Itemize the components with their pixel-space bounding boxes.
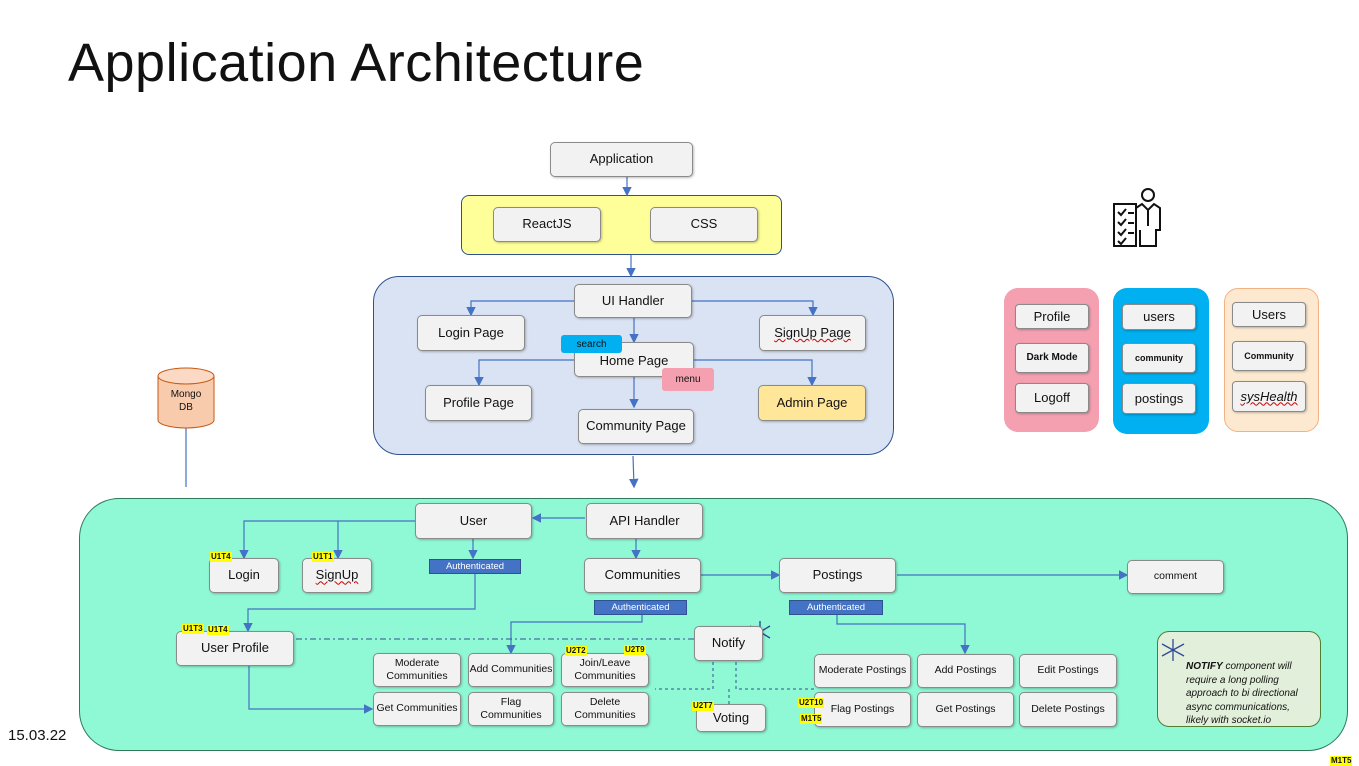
tag-u1t3-profile: U1T3 [182, 624, 204, 634]
legend-admin-community: Community [1232, 341, 1306, 371]
moderate-postings-box: Moderate Postings [814, 654, 911, 688]
mongo-db-cylinder-icon [157, 367, 215, 429]
page-title: Application Architecture [68, 33, 645, 93]
user-profile-box: User Profile [176, 631, 294, 666]
notify-note: NOTIFY component will require a long pol… [1157, 631, 1321, 727]
tag-u2t9-join: U2T9 [624, 645, 646, 655]
note-bold-label: NOTIFY [1186, 661, 1223, 672]
get-communities-box: Get Communities [373, 692, 461, 726]
menu-pill: menu [662, 368, 714, 391]
signup-page-label: SignUp Page [774, 324, 851, 340]
legend-postings: postings [1122, 383, 1196, 414]
search-pill: search [561, 335, 622, 353]
legend-community: community [1122, 343, 1196, 373]
user-authenticated-badge: Authenticated [429, 559, 521, 574]
postings-box: Postings [779, 558, 896, 593]
admin-checklist-person-icon [1113, 188, 1161, 247]
comment-box: comment [1127, 560, 1224, 594]
signup-page-box: SignUp Page [759, 315, 866, 351]
flag-communities-box: Flag Communities [468, 692, 554, 726]
communities-box: Communities [584, 558, 701, 593]
tag-u1t4-login: U1T4 [210, 552, 232, 562]
notify-box: Notify [694, 626, 763, 661]
moderate-communities-box: Moderate Communities [373, 653, 461, 687]
login-page-box: Login Page [417, 315, 525, 351]
flag-postings-box: Flag Postings [814, 692, 911, 727]
get-postings-box: Get Postings [917, 692, 1014, 727]
postings-authenticated-badge: Authenticated [789, 600, 883, 615]
admin-page-box: Admin Page [758, 385, 866, 421]
legend-syshealth-label: sysHealth [1240, 388, 1298, 404]
legend-syshealth: sysHealth [1232, 381, 1306, 412]
css-box: CSS [650, 207, 758, 242]
tag-u1t1-signup: U1T1 [312, 552, 334, 562]
tag-m1t5-flag: M1T5 [800, 714, 823, 724]
slide-date: 15.03.22 [8, 727, 67, 744]
join-leave-communities-box: Join/Leave Communities [561, 653, 649, 687]
legend-users: users [1122, 304, 1196, 330]
legend-profile: Profile [1015, 304, 1089, 329]
mongo-db-label: Mongo DB [170, 389, 202, 413]
application-box: Application [550, 142, 693, 177]
add-postings-box: Add Postings [917, 654, 1014, 688]
signup-label: SignUp [315, 567, 359, 583]
community-page-box: Community Page [578, 409, 694, 444]
tag-u2t2-join: U2T2 [565, 646, 587, 656]
tag-u2t10-flag: U2T10 [798, 698, 825, 708]
legend-logoff: Logoff [1015, 383, 1089, 413]
tag-m1t5-corner: M1T5 [1330, 756, 1353, 766]
add-communities-box: Add Communities [468, 653, 554, 687]
api-handler-box: API Handler [586, 503, 703, 539]
delete-communities-box: Delete Communities [561, 692, 649, 726]
tag-u1t4-profile: U1T4 [207, 625, 229, 635]
legend-dark-mode: Dark Mode [1015, 343, 1089, 373]
tag-u2t7-voting: U2T7 [692, 701, 714, 711]
reactjs-box: ReactJS [493, 207, 601, 242]
note-star-icon [1161, 639, 1185, 661]
profile-page-box: Profile Page [425, 385, 532, 421]
edit-postings-box: Edit Postings [1019, 654, 1117, 688]
signup-box: SignUp [302, 558, 372, 593]
note-text: component will require a long polling ap… [1186, 661, 1298, 726]
communities-authenticated-badge: Authenticated [594, 600, 687, 615]
delete-postings-box: Delete Postings [1019, 692, 1117, 727]
user-box: User [415, 503, 532, 539]
legend-admin-users: Users [1232, 302, 1306, 327]
ui-handler-box: UI Handler [574, 284, 692, 318]
login-box: Login [209, 558, 279, 593]
